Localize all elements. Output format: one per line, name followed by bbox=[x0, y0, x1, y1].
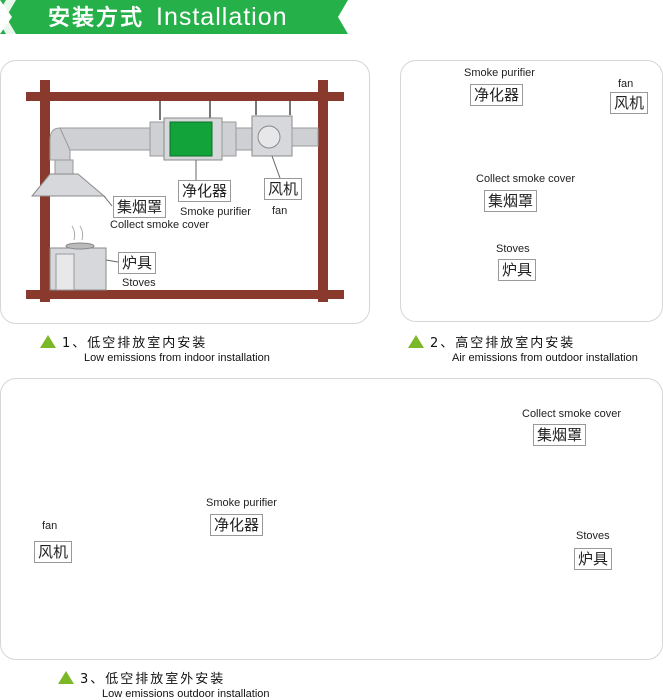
panel1-right-wall bbox=[318, 80, 328, 302]
caption-triangle-icon bbox=[40, 335, 56, 348]
panel1-purifier-label: 净化器 bbox=[178, 180, 232, 202]
panel2-caption: 2、高空排放室内安装 Air emissions from outdoor in… bbox=[408, 332, 638, 364]
panel1-caption-cn: 1、低空排放室内安装 bbox=[62, 336, 208, 351]
panel2-caption-cn: 2、高空排放室内安装 bbox=[430, 336, 576, 351]
panel-outdoor-low bbox=[0, 378, 663, 660]
panel1-duct bbox=[59, 127, 161, 151]
banner-shape bbox=[0, 0, 348, 34]
banner-title: 安装方式 Installation bbox=[48, 1, 288, 33]
panel1-stove-en: Stoves bbox=[122, 277, 156, 289]
panel3-caption-en: Low emissions outdoor installation bbox=[102, 688, 270, 700]
panel3-hood-en: Collect smoke cover bbox=[522, 408, 622, 420]
panel2-hood-label: 集烟罩 bbox=[484, 190, 538, 212]
panel2-stove-label: 炉具 bbox=[498, 259, 537, 281]
panel1-purifier-green bbox=[169, 121, 213, 157]
banner-title-cn: 安装方式 bbox=[48, 5, 145, 30]
caption-triangle-icon bbox=[408, 335, 424, 348]
panel1-hood-label: 集烟罩 bbox=[113, 196, 167, 218]
panel1-purifier-sub: Smoke purifier bbox=[180, 206, 251, 218]
panel2-caption-en: Air emissions from outdoor installation bbox=[452, 352, 638, 364]
panel3-fan-label: 风机 bbox=[34, 541, 73, 563]
panel1-hood-en: Collect smoke cover bbox=[110, 219, 210, 231]
panel1-stove-label: 炉具 bbox=[118, 252, 157, 274]
section-banner: 安装方式 Installation bbox=[0, 0, 352, 34]
panel1-fan-en: fan bbox=[272, 205, 288, 217]
banner-title-en: Installation bbox=[156, 3, 288, 31]
panel3-purifier-label: 净化器 bbox=[210, 514, 264, 536]
caption-triangle-icon bbox=[58, 671, 74, 684]
panel2-hood-en: Collect smoke cover bbox=[476, 173, 576, 185]
panel3-caption-cn: 3、低空排放室外安装 bbox=[80, 672, 226, 687]
panel2-purifier-label: 净化器 bbox=[470, 84, 524, 106]
panel3-fan-en: fan bbox=[42, 520, 58, 532]
panel1-caption-en: Low emissions from indoor installation bbox=[84, 352, 270, 364]
panel3-hood-label: 集烟罩 bbox=[533, 424, 587, 446]
panel1-ceiling bbox=[26, 92, 344, 101]
panel3-purifier-en: Smoke purifier bbox=[206, 497, 277, 509]
panel3-caption: 3、低空排放室外安装 Low emissions outdoor install… bbox=[58, 668, 270, 700]
panel2-fan-en: fan bbox=[618, 78, 634, 90]
panel2-stove-en: Stoves bbox=[496, 243, 530, 255]
panel1-floor bbox=[26, 290, 344, 299]
panel2-fan-label: 风机 bbox=[610, 92, 649, 114]
panel3-stove-en: Stoves bbox=[576, 530, 610, 542]
panel2-purifier-en: Smoke purifier bbox=[464, 67, 535, 79]
panel1-caption: 1、低空排放室内安装 Low emissions from indoor ins… bbox=[40, 332, 270, 364]
panel1-fan-label: 风机 bbox=[264, 178, 303, 200]
panel3-stove-label: 炉具 bbox=[574, 548, 613, 570]
